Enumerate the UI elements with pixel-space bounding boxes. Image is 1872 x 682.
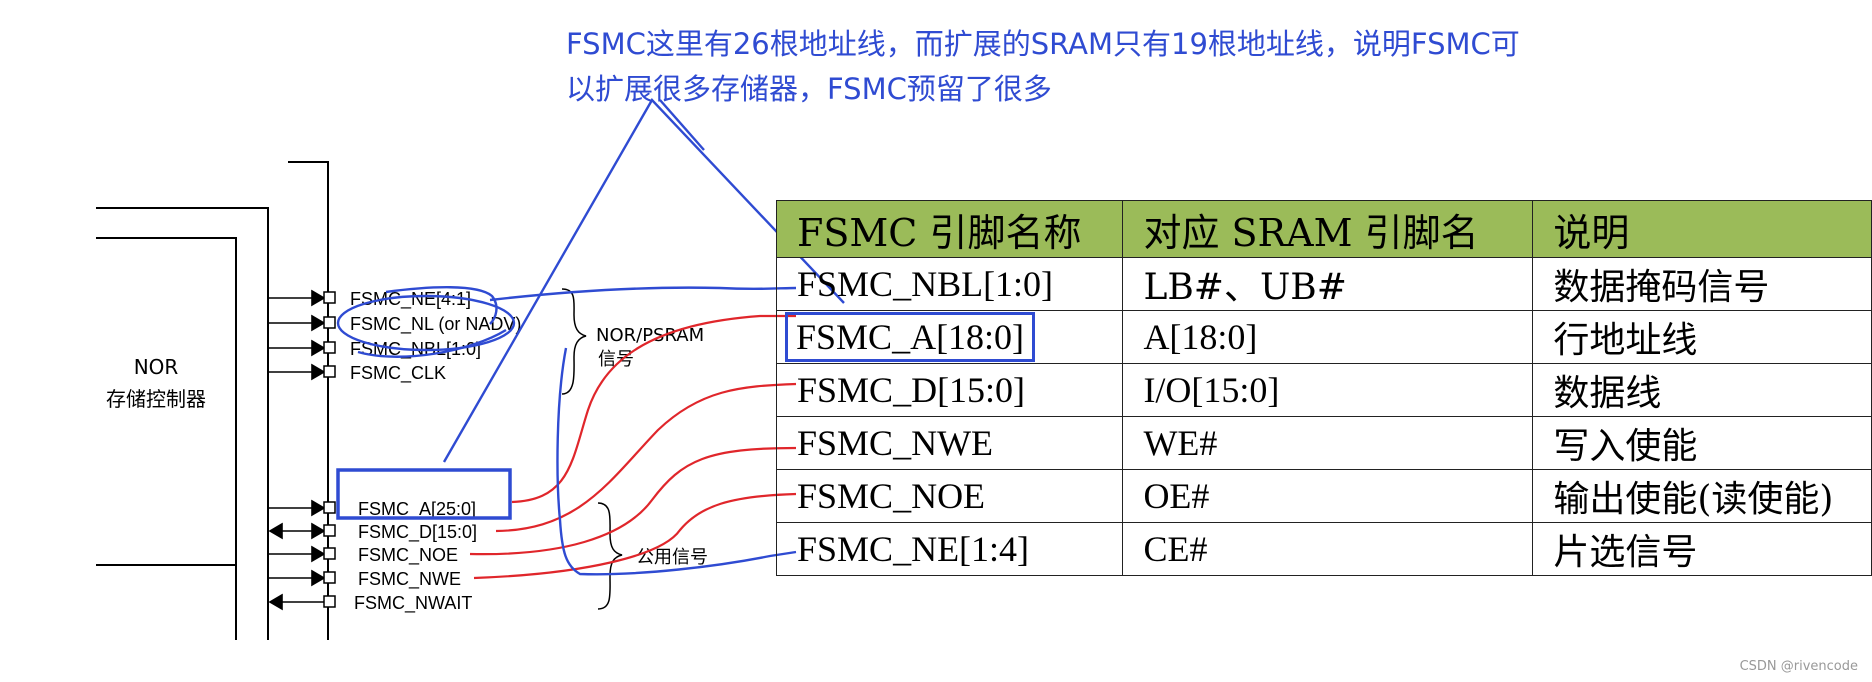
cell-description: 输出使能(读使能) [1532,469,1872,523]
annotation-note: FSMC这里有26根地址线，而扩展的SRAM只有19根地址线，说明FSMC可 以… [566,22,1566,112]
cell-fsmc-pin: FSMC_NBL[1:0] [775,257,1124,311]
annotation-line-2: 以扩展很多存储器，FSMC预留了很多 [566,72,1052,106]
watermark: CSDN @rivencode [1739,659,1858,674]
cell-description: 数据掩码信号 [1532,257,1872,311]
cell-sram-pin: CE# [1122,522,1534,576]
circle-nbl-stroke [357,328,507,358]
common-signal-nwe: FSMC_NWE [358,569,461,590]
table-row: FSMC_NOE OE# 输出使能(读使能) [775,469,1872,523]
nor-group-brace [561,288,587,395]
common-group-brace [597,502,623,610]
cell-fsmc-pin: FSMC_NOE [775,469,1124,523]
cell-sram-pin: A[18:0] [1122,310,1534,364]
pointer-stub [659,99,705,151]
nor-signal-clk: FSMC_CLK [350,363,446,384]
controller-label-line2: 存储控制器 [106,387,206,411]
cell-description: 片选信号 [1532,522,1872,576]
cell-sram-pin: WE# [1122,416,1534,470]
controller-frames [96,161,329,640]
table-row: FSMC_NWE WE# 写入使能 [775,416,1872,470]
cell-description: 写入使能 [1532,416,1872,470]
highlight-fsmc-a-25 [336,468,512,520]
annotation-line-1: FSMC这里有26根地址线，而扩展的SRAM只有19根地址线，说明FSMC可 [566,27,1520,61]
table-header-row: FSMC 引脚名称 对应 SRAM 引脚名 说明 [775,200,1872,258]
cell-sram-pin: OE# [1122,469,1534,523]
connector-address [511,314,796,504]
common-signal-d: FSMC_D[15:0] [358,522,477,543]
connector-noe [469,446,797,556]
connector-ne [556,347,797,576]
nor-signal-ne: FSMC_NE[4:1] [350,289,471,310]
table-row: FSMC_D[15:0] I/O[15:0] 数据线 [775,363,1872,417]
circle-nl [336,294,516,352]
common-signal-nwait: FSMC_NWAIT [354,593,472,614]
cell-description: 行地址线 [1532,310,1872,364]
header-sram-pin: 对应 SRAM 引脚名 [1122,200,1534,258]
header-description: 说明 [1532,200,1872,258]
cell-fsmc-pin: FSMC_D[15:0] [775,363,1124,417]
cell-sram-pin: LB#、UB# [1122,257,1534,311]
table-row: FSMC_NBL[1:0] LB#、UB# 数据掩码信号 [775,257,1872,311]
header-fsmc-pin: FSMC 引脚名称 [775,200,1124,258]
red-connectors [469,314,797,580]
highlight-fsmc-a-18: FSMC_A[18:0] [785,312,1036,362]
connector-nbl [489,286,797,302]
circle-ne-stroke [385,286,498,325]
cell-fsmc-pin: FSMC_NE[1:4] [775,522,1124,576]
cell-sram-pin: I/O[15:0] [1122,363,1534,417]
pin-squares [323,291,336,608]
common-signal-arrows [268,499,326,611]
nor-signal-nl: FSMC_NL (or NADV) [350,314,521,335]
table-row: FSMC_NE[1:4] CE# 片选信号 [775,522,1872,576]
connector-data [495,382,797,533]
cell-fsmc-pin: FSMC_NWE [775,416,1124,470]
common-signal-a: FSMC_A[25:0] [358,499,476,520]
common-group-label: 公用信号 [636,547,708,568]
cell-fsmc-pin: FSMC_A[18:0] [775,310,1124,364]
common-signal-noe: FSMC_NOE [358,545,458,566]
nor-group-label-line2: 信号 [598,349,634,370]
nor-signal-arrows [268,289,326,381]
controller-label-line1: NOR [134,355,179,379]
connector-nwe [473,492,797,580]
pin-mapping-table: FSMC 引脚名称 对应 SRAM 引脚名 说明 FSMC_NBL[1:0] L… [775,200,1872,576]
cell-description: 数据线 [1532,363,1872,417]
table-row: FSMC_A[18:0] A[18:0] 行地址线 [775,310,1872,364]
